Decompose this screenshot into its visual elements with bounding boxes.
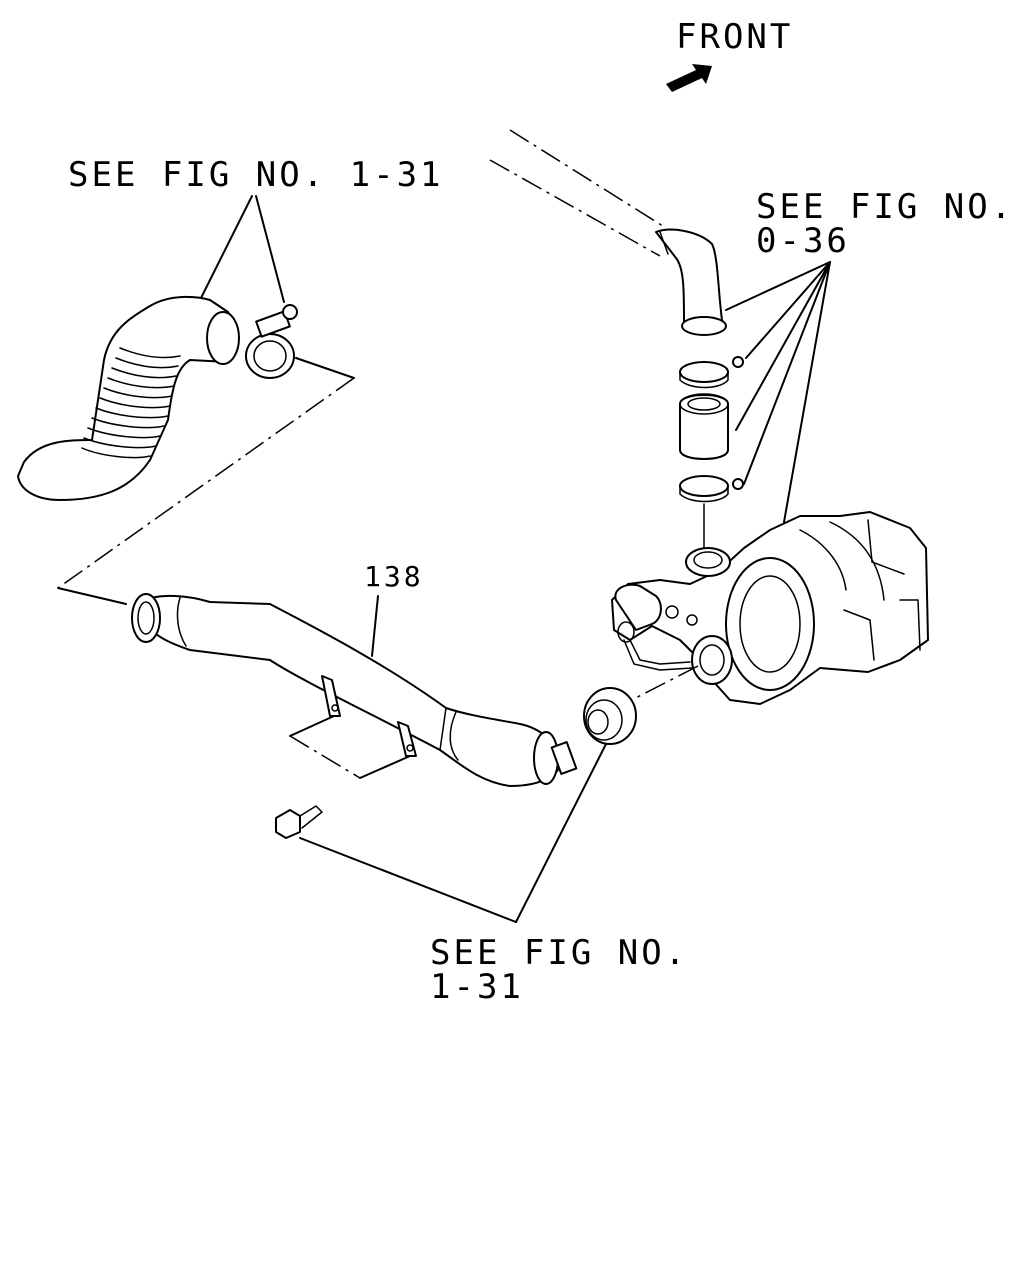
front-label: FRONT — [676, 17, 793, 57]
ref-label-bottom-line2: 1-31 — [430, 967, 524, 1007]
leader-lines-top-right — [725, 261, 831, 523]
part-number-label: 138 — [364, 560, 424, 593]
connector-lines-left — [57, 357, 355, 605]
center-line-turbo-outlet — [619, 665, 699, 707]
ref-label-top-right-line1: SEE FIG NO. — [756, 187, 1014, 227]
hose-clamp-upper-left — [245, 304, 298, 379]
leader-lines-top-left — [199, 195, 285, 303]
part-number-leader — [371, 595, 379, 657]
pipe-bracket-2 — [397, 721, 417, 757]
intake-pipe-138 — [131, 593, 578, 787]
ref-label-top-left: SEE FIG NO. 1-31 — [68, 155, 444, 195]
corrugated-air-hose — [17, 295, 240, 501]
ref-label-bottom-line1: SEE FIG NO. — [430, 933, 688, 973]
bracket-bolt — [275, 805, 323, 839]
clamp-lower-right — [679, 475, 744, 503]
upper-pipe-right — [489, 129, 727, 336]
rubber-coupler — [679, 393, 729, 460]
hose-corrugations — [81, 347, 181, 459]
ref-label-top-right-line2: 0-36 — [756, 221, 850, 261]
clamp-upper-right — [679, 356, 744, 389]
turbocharger-assembly — [611, 511, 929, 705]
front-arrow-icon — [666, 64, 712, 92]
pipe-bracket-1 — [321, 675, 341, 717]
rubber-sleeve — [583, 687, 637, 745]
bolt-leader-lines — [289, 715, 607, 923]
